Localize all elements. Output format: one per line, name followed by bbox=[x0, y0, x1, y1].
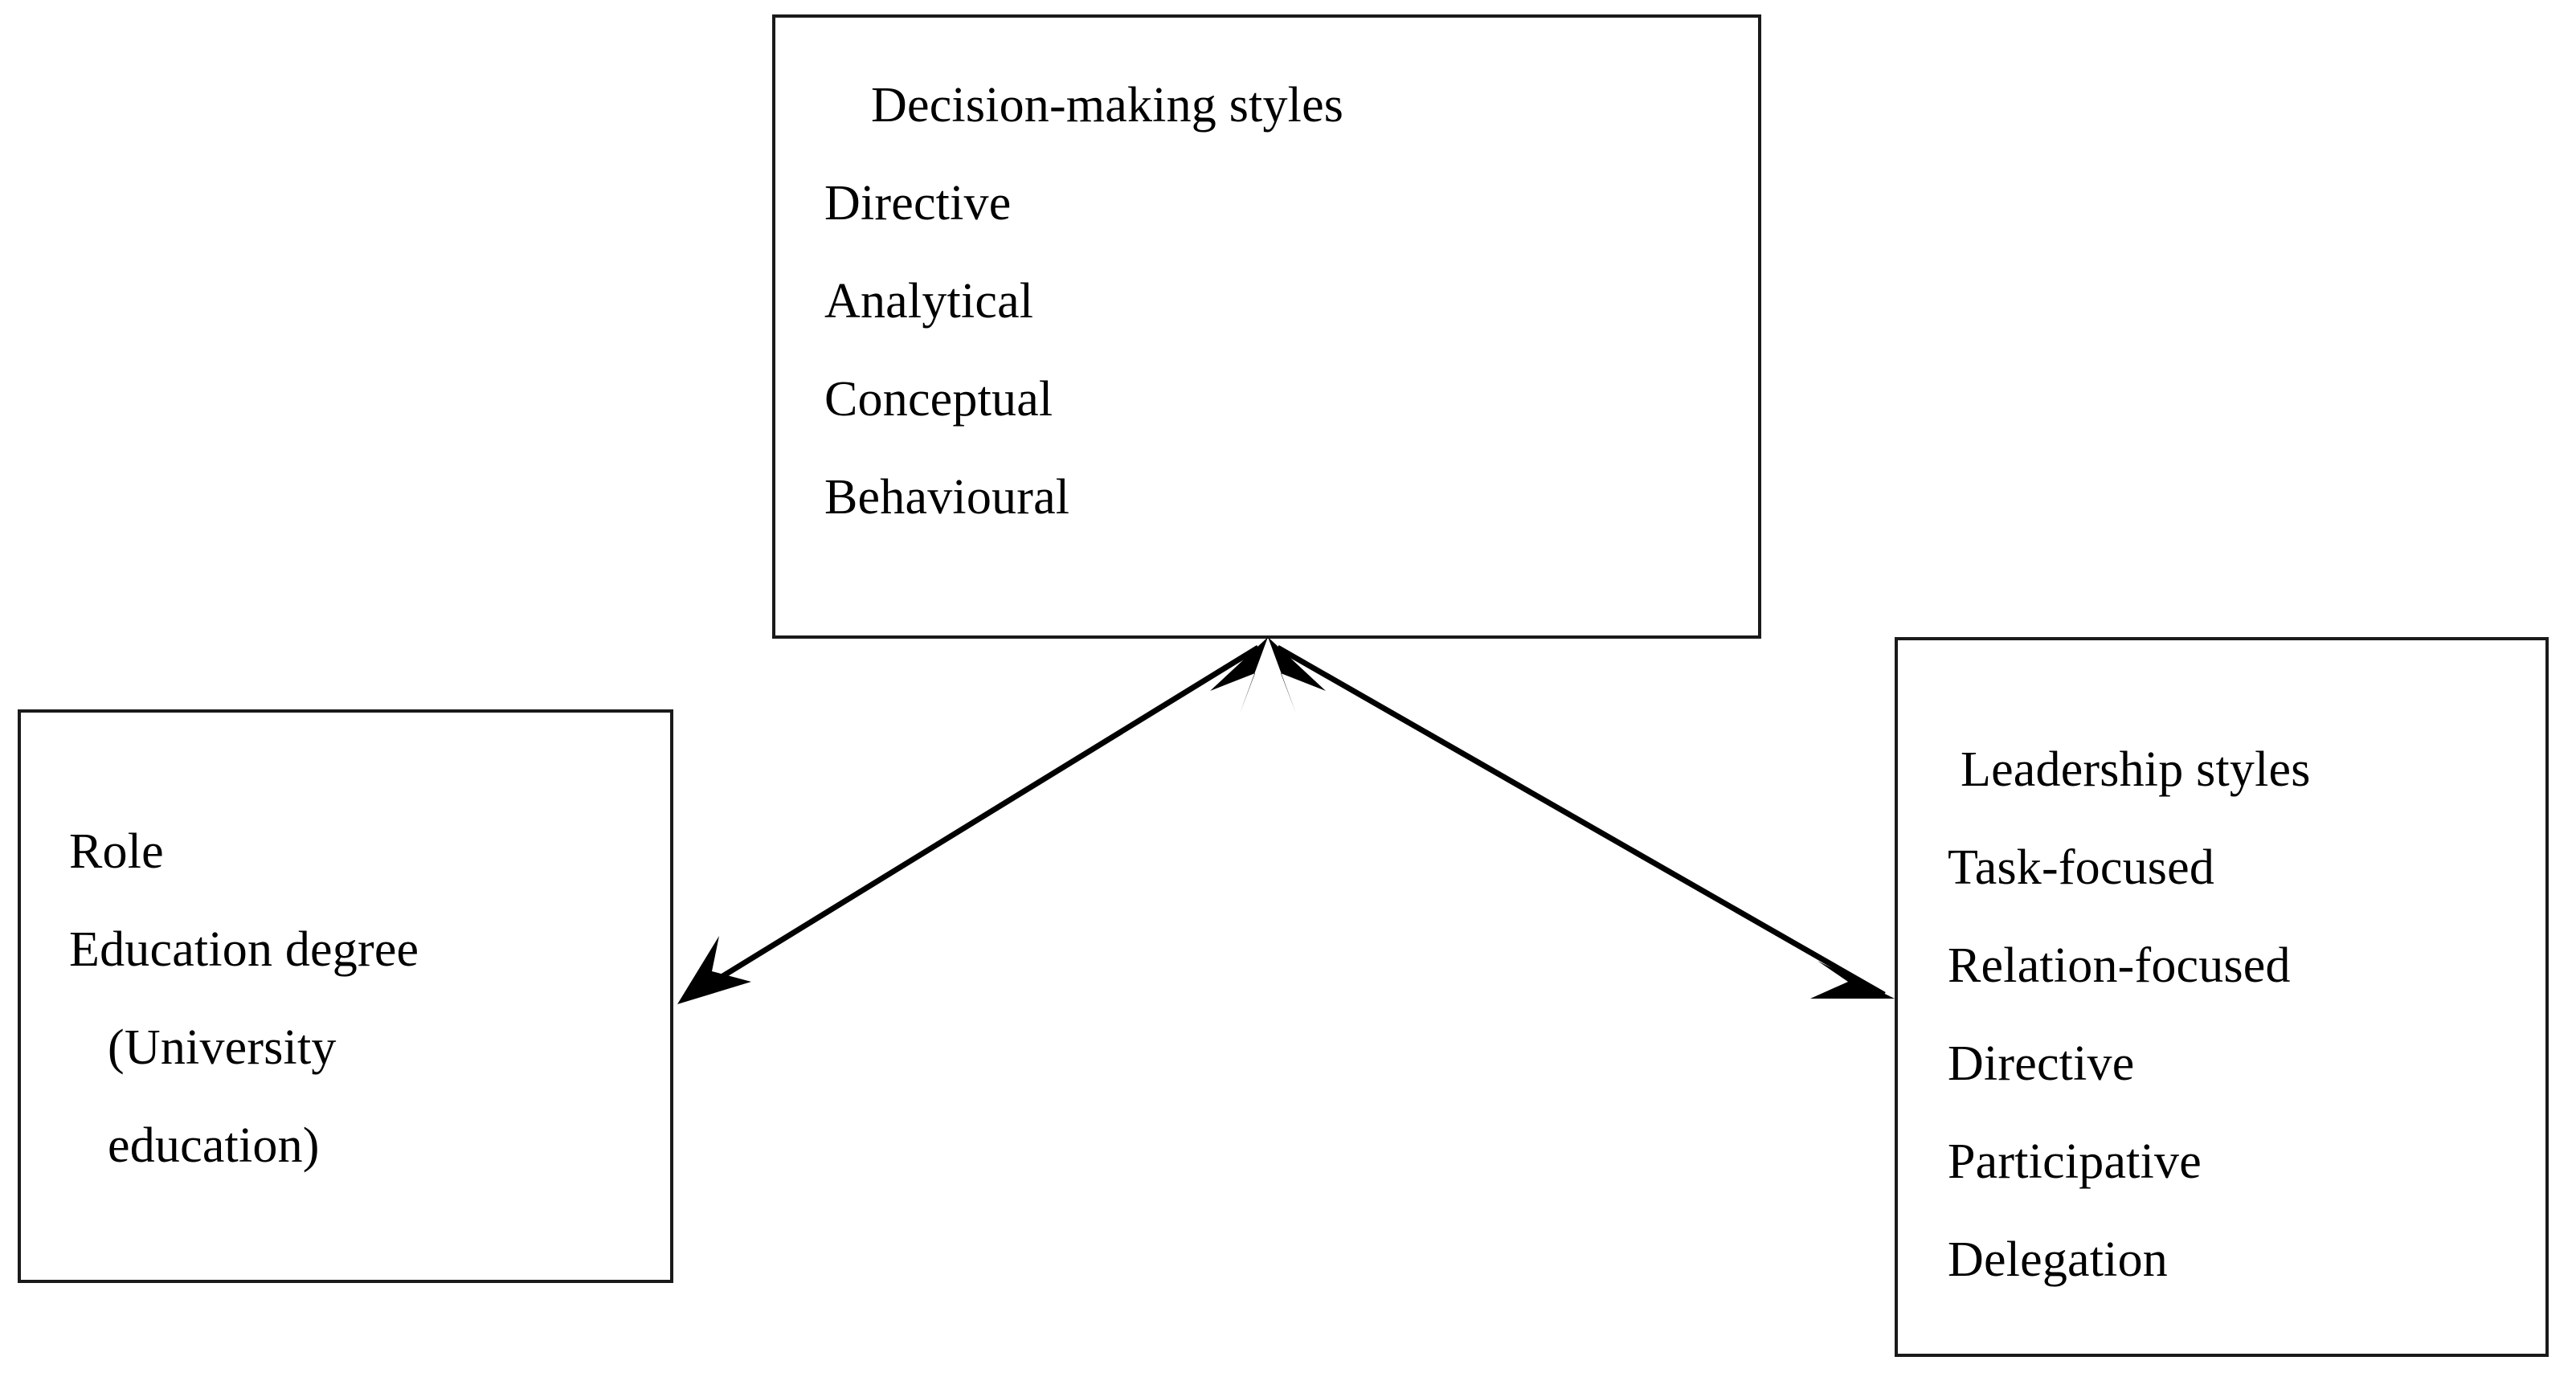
box-leadership-styles-item-2: Directive bbox=[1948, 1036, 2135, 1091]
connector-role-to-decision-head-right bbox=[1210, 637, 1268, 713]
box-decision-making-styles-item-1: Analytical bbox=[824, 274, 1034, 329]
box-leadership-styles-content: Leadership styles Task-focused Relation-… bbox=[1898, 640, 2576, 1309]
box-decision-making-styles-item-0: Directive bbox=[824, 176, 1012, 231]
connector-role-to-decision-shaft bbox=[691, 645, 1260, 997]
box-decision-making-styles-item-3: Behavioural bbox=[824, 470, 1070, 525]
box-role-education: Role Education degree (University educat… bbox=[18, 709, 673, 1283]
box-role-education-item-0: Role bbox=[69, 824, 164, 879]
box-decision-making-styles: Decision-making styles Directive Analyti… bbox=[772, 14, 1761, 639]
box-role-education-item-3: education) bbox=[108, 1118, 320, 1173]
box-decision-making-styles-title: Decision-making styles bbox=[871, 78, 1344, 133]
connector-decision-to-leadership bbox=[1268, 637, 1895, 999]
box-leadership-styles-item-3: Participative bbox=[1948, 1134, 2202, 1189]
box-role-education-item-2: (University bbox=[108, 1020, 337, 1075]
box-leadership-styles-title: Leadership styles bbox=[1961, 742, 2311, 797]
box-role-education-item-1: Education degree bbox=[69, 922, 419, 977]
connector-decision-to-leadership-head-right bbox=[1810, 961, 1895, 999]
box-leadership-styles-item-4: Delegation bbox=[1948, 1232, 2169, 1287]
box-leadership-styles: Leadership styles Task-focused Relation-… bbox=[1895, 637, 2549, 1357]
box-decision-making-styles-item-2: Conceptual bbox=[824, 372, 1053, 427]
box-decision-making-styles-content: Decision-making styles Directive Analyti… bbox=[775, 18, 1807, 546]
connector-decision-to-leadership-head-left bbox=[1268, 637, 1326, 713]
box-leadership-styles-item-0: Task-focused bbox=[1948, 840, 2215, 895]
box-leadership-styles-item-1: Relation-focused bbox=[1948, 938, 2291, 993]
connector-role-to-decision bbox=[677, 637, 1268, 1004]
box-role-education-content: Role Education degree (University educat… bbox=[21, 713, 718, 1195]
connector-decision-to-leadership-shaft bbox=[1276, 644, 1886, 998]
